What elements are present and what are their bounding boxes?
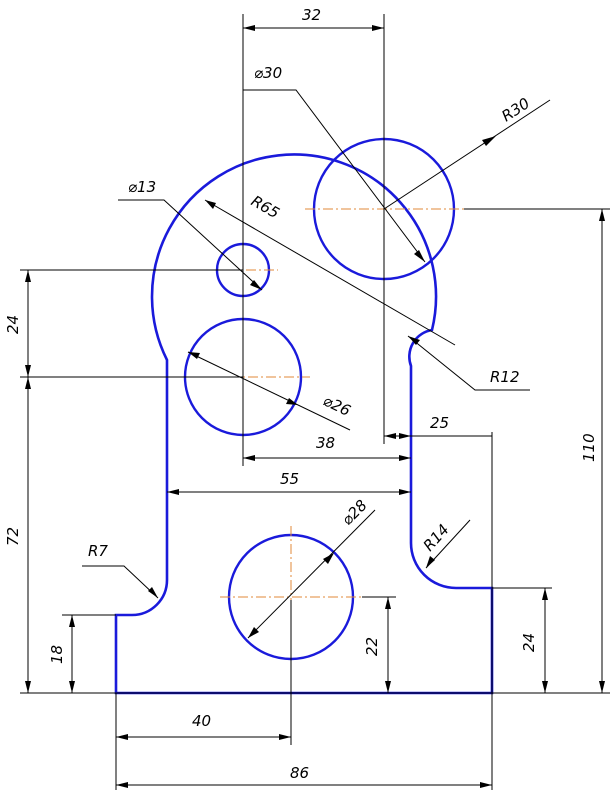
dim-label-22: 22 (363, 637, 381, 656)
dim-label-r12: R12 (490, 368, 520, 386)
dim-label-diameter-28: ⌀28 (338, 496, 371, 529)
dim-label-24-upper: 24 (4, 315, 22, 334)
dim-label-18: 18 (48, 645, 66, 664)
dimension-lines (20, 14, 610, 790)
dim-label-r65: R65 (248, 192, 283, 222)
dim-label-38: 38 (316, 434, 335, 452)
dim-label-r7: R7 (88, 542, 108, 560)
arrowheads (25, 25, 605, 788)
dim-label-r14: R14 (420, 521, 453, 555)
dim-label-diameter-13: ⌀13 (128, 178, 156, 196)
dim-label-72: 72 (4, 527, 22, 546)
dim-label-110: 110 (580, 433, 598, 462)
dim-label-24-lower: 24 (520, 633, 538, 652)
centerlines (176, 130, 464, 668)
dim-label-55: 55 (280, 470, 299, 488)
part-outline (114, 153, 494, 695)
dim-label-25: 25 (430, 414, 449, 432)
dim-label-86: 86 (290, 764, 309, 782)
dim-label-r30: R30 (498, 94, 533, 125)
dim-label-40: 40 (192, 712, 211, 730)
leader-lines (82, 89, 551, 639)
dim-label-32: 32 (302, 6, 321, 24)
dim-label-diameter-30: ⌀30 (254, 64, 282, 82)
dim-label-diameter-26: ⌀26 (320, 391, 353, 420)
